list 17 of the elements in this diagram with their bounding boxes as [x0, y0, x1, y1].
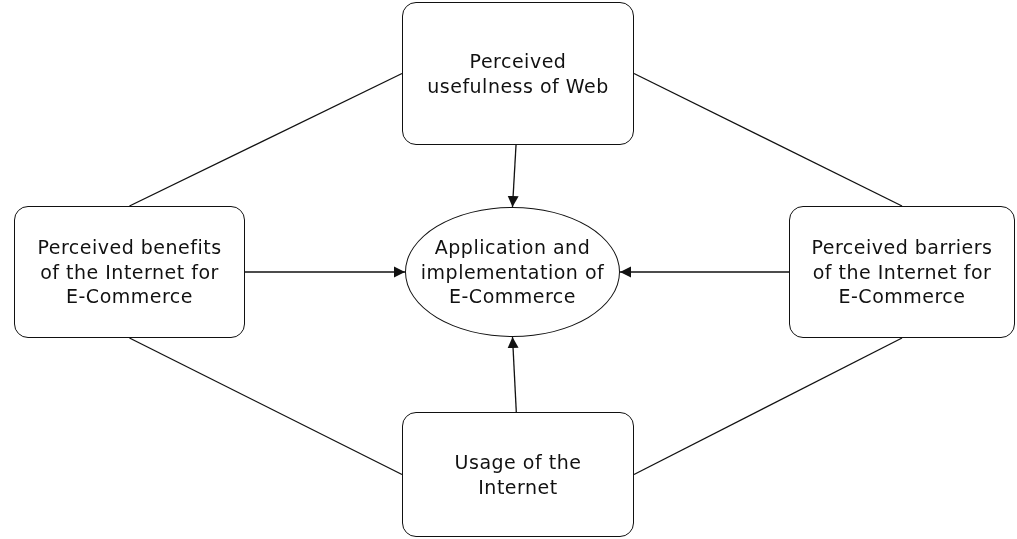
factor-box — [402, 412, 634, 537]
arrow — [244, 266, 406, 278]
arrow — [507, 336, 519, 413]
node-label: Perceived benefits of the Internet for E-Commerce — [36, 234, 223, 310]
node-label: Application and implementation of E-Commerce — [420, 234, 605, 310]
connector-line — [633, 72, 903, 207]
factor-box — [14, 206, 245, 338]
node-label: Perceived barriers of the Internet for E-Commerce — [810, 234, 994, 310]
arrow — [507, 144, 519, 208]
connector-line — [633, 337, 903, 476]
arrow — [619, 266, 790, 278]
connector-line — [128, 337, 403, 476]
factor-box — [402, 2, 634, 145]
node-label: Usage of the Internet — [453, 449, 583, 500]
factor-box — [789, 206, 1015, 338]
node-label: Perceived usefulness of Web — [426, 48, 610, 99]
connector-line — [128, 72, 403, 207]
